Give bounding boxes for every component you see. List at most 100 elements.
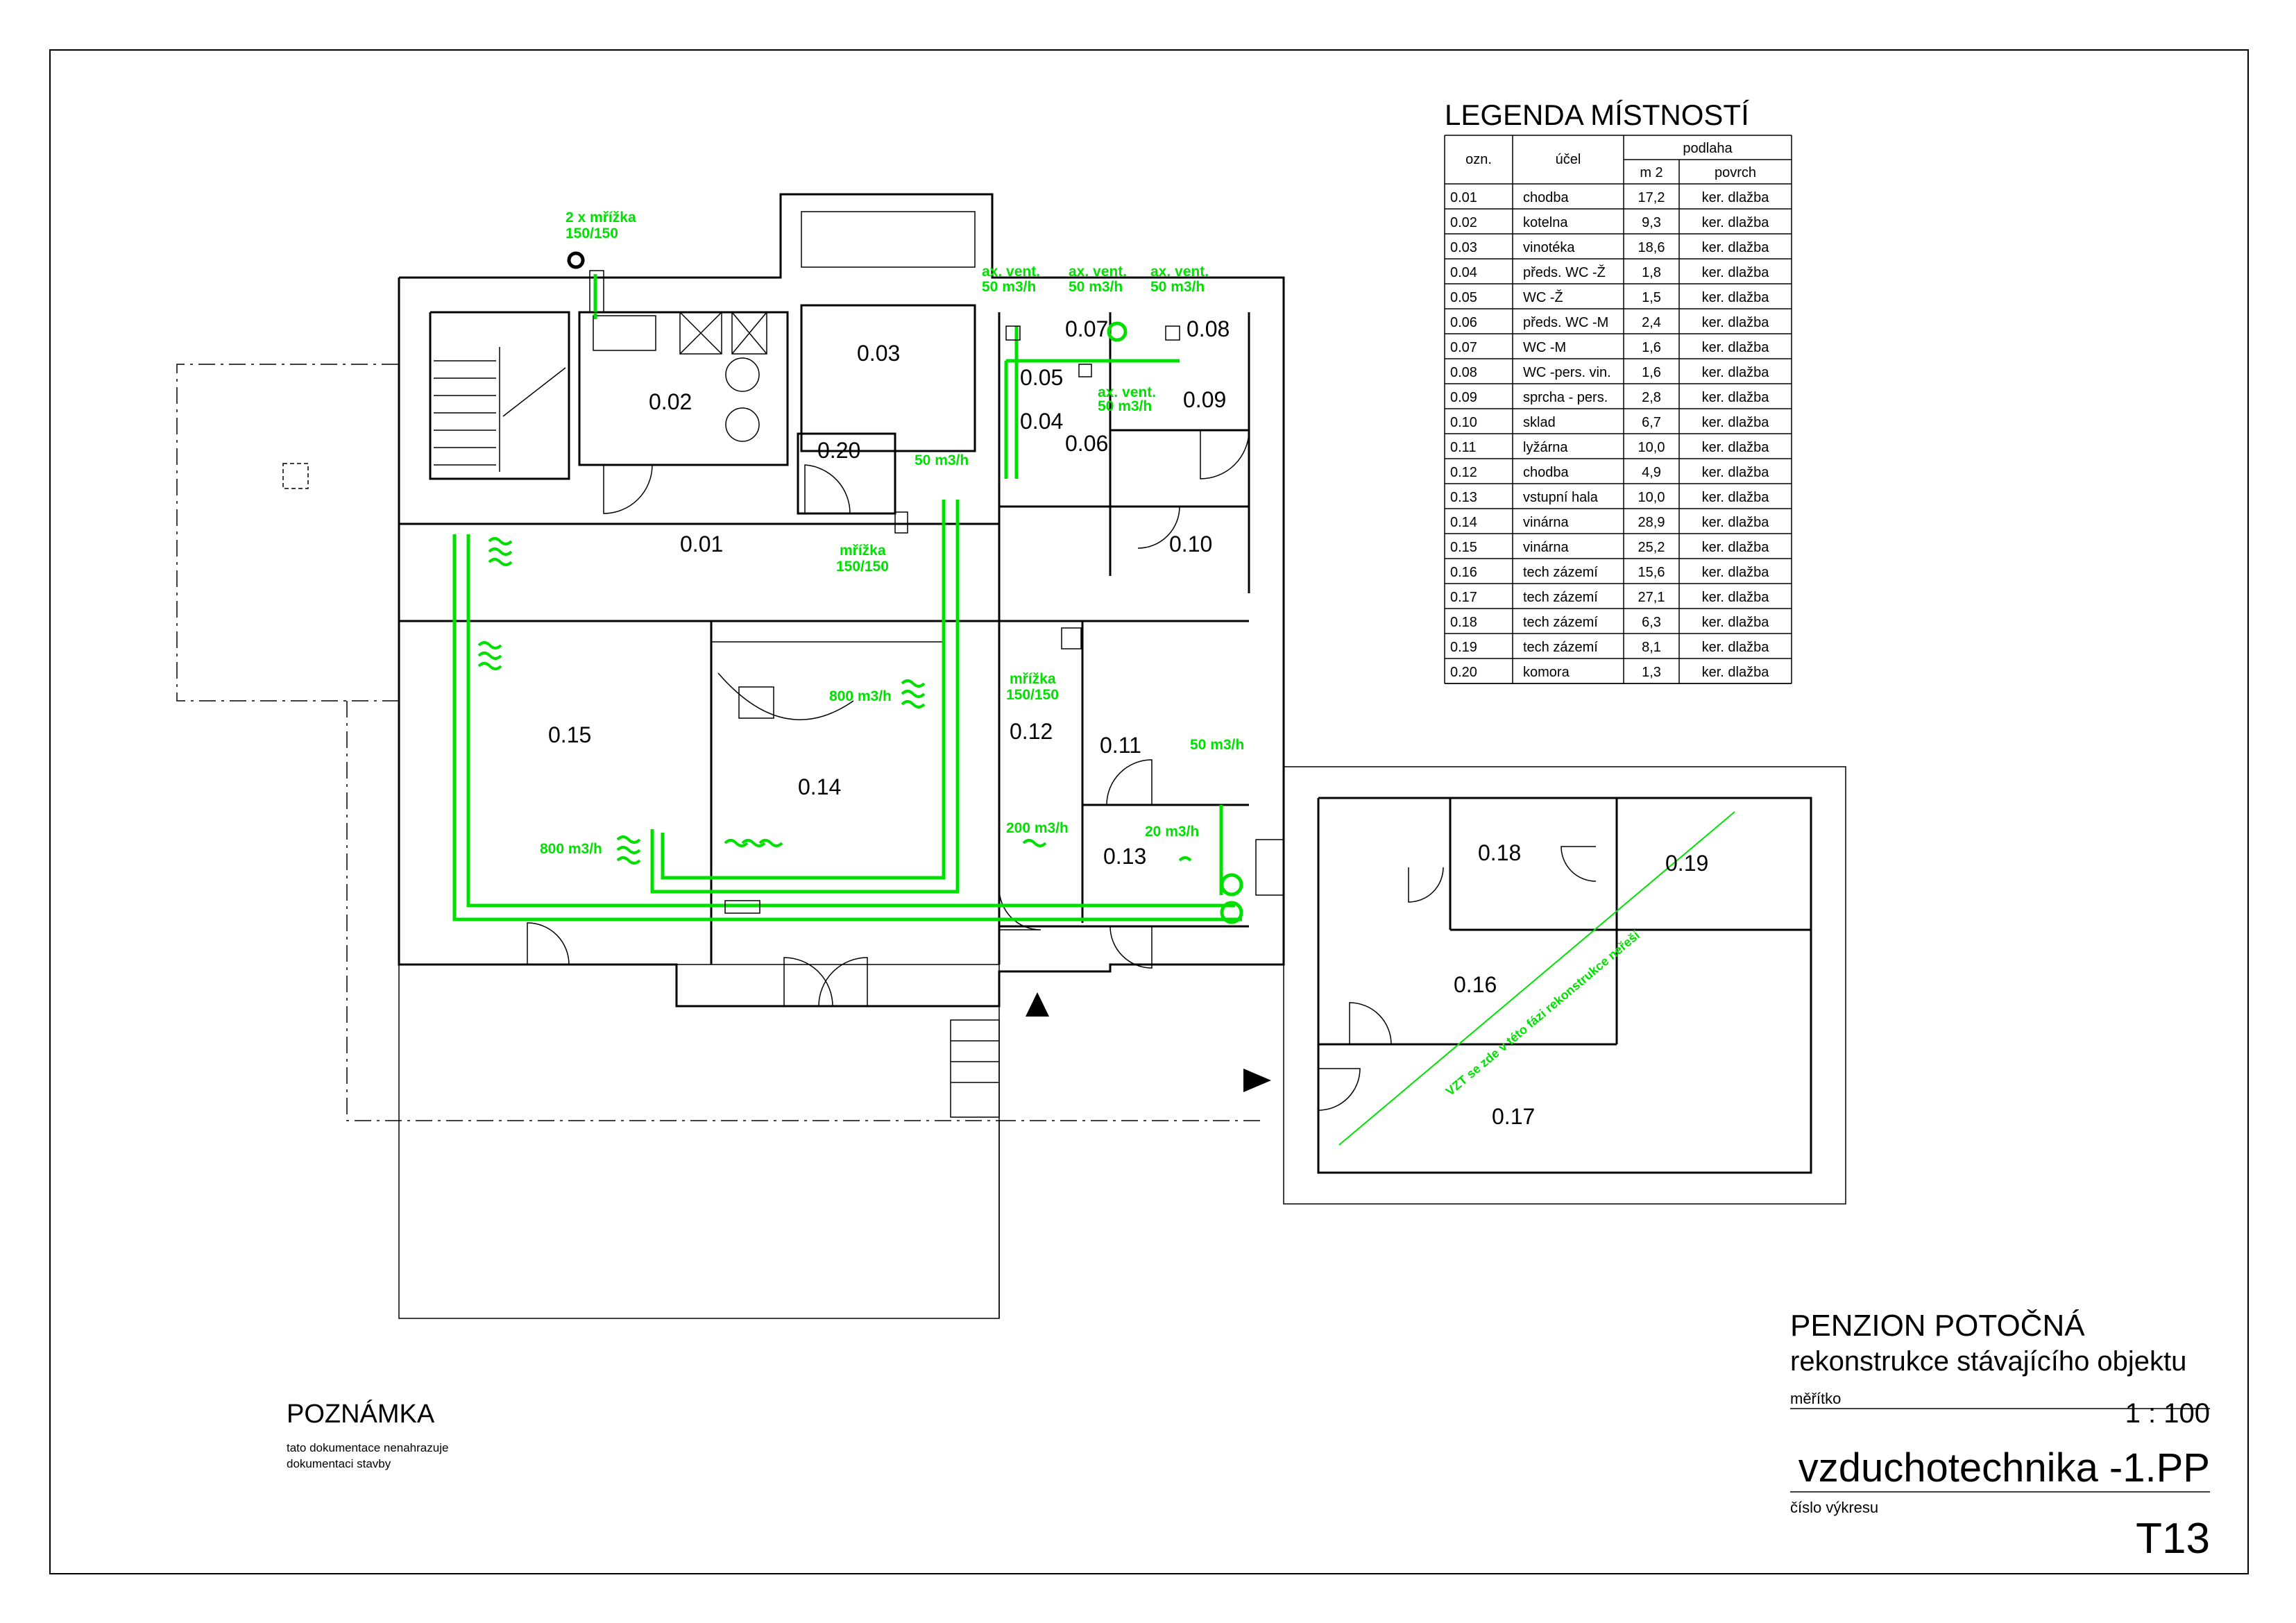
room-label-001: 0.01 <box>680 532 723 556</box>
legend-cell-code: 0.07 <box>1450 340 1477 355</box>
flow-800-a: 800 m3/h <box>829 688 892 704</box>
legend-cell-area: 1,3 <box>1642 665 1661 680</box>
legend-cell-area: 1,8 <box>1642 265 1661 280</box>
legend-cell-code: 0.13 <box>1450 490 1477 505</box>
sink <box>738 686 774 719</box>
legend-cell-surface: ker. dlažba <box>1702 565 1770 580</box>
room-label-010: 0.10 <box>1169 532 1212 556</box>
axvent-2-flow: 50 m3/h <box>1069 279 1123 295</box>
legend-cell-purpose: tech zázemí <box>1523 640 1598 655</box>
pantry-wall <box>797 432 896 515</box>
legend-cell-code: 0.03 <box>1450 240 1477 255</box>
grille-001 <box>894 511 908 534</box>
legend-cell-surface: ker. dlažba <box>1702 590 1770 605</box>
room-label-005: 0.05 <box>1020 365 1063 390</box>
project-subtitle: rekonstrukce stávajícího objektu <box>1790 1346 2186 1377</box>
ventilation-ducts <box>452 251 1735 1146</box>
vzt-note: VZT se zde v této fázi rekonstrukce neře… <box>1443 928 1643 1098</box>
scale-label: měřítko <box>1790 1390 1841 1407</box>
stair-wall <box>429 311 570 480</box>
room-label-007: 0.07 <box>1065 316 1108 341</box>
legend-cell-code: 0.02 <box>1450 215 1477 230</box>
legend-cell-surface: ker. dlažba <box>1702 490 1770 505</box>
room-label-017: 0.17 <box>1492 1104 1535 1129</box>
legend-cell-area: 27,1 <box>1638 590 1665 605</box>
fan-circle-007 <box>1107 321 1128 342</box>
entrance-arrow-right <box>1243 1069 1271 1092</box>
duct-elbow-2 <box>1220 901 1243 924</box>
room-label-019: 0.19 <box>1665 851 1708 876</box>
legend-header-surface: povrch <box>1715 165 1756 180</box>
legend-cell-purpose: WC -pers. vin. <box>1523 365 1611 380</box>
drawing-title: vzduchotechnika -1.PP <box>1798 1445 2210 1490</box>
legend-cell-area: 1,6 <box>1642 365 1661 380</box>
axvent-1-label: ax. vent. <box>982 264 1040 280</box>
legend-cell-purpose: tech zázemí <box>1523 615 1598 630</box>
project-title: PENZION POTOČNÁ <box>1790 1308 2085 1343</box>
legend-cell-surface: ker. dlažba <box>1702 465 1770 480</box>
flow-20: 20 m3/h <box>1145 824 1199 840</box>
wine-shop-shelf <box>801 211 976 268</box>
note-block: POZNÁMKA tato dokumentace nenahrazuje do… <box>287 1399 448 1470</box>
legend-cell-surface: ker. dlažba <box>1702 515 1770 530</box>
legend-cell-code: 0.17 <box>1450 590 1477 605</box>
legend-cell-code: 0.15 <box>1450 540 1477 555</box>
legend-cell-code: 0.20 <box>1450 665 1477 680</box>
bar-curve <box>717 672 854 720</box>
title-block: PENZION POTOČNÁ rekonstrukce stávajícího… <box>1790 1308 2210 1563</box>
legend-cell-surface: ker. dlažba <box>1702 665 1770 680</box>
legend-cell-area: 9,3 <box>1642 215 1661 230</box>
note-line-2: dokumentaci stavby <box>287 1457 391 1470</box>
duct-riser-014b <box>650 500 960 894</box>
legend-cell-purpose: vinárna <box>1523 515 1569 530</box>
floor-plan <box>176 193 1846 1319</box>
legend-cell-purpose: předs. WC -Ž <box>1523 264 1606 280</box>
room-label-003: 0.03 <box>857 341 900 366</box>
legend-cell-purpose: chodba <box>1523 190 1569 205</box>
room-label-009: 0.09 <box>1183 387 1226 412</box>
room-label-015: 0.15 <box>548 722 591 747</box>
bar-counter <box>711 620 944 643</box>
legend-cell-code: 0.06 <box>1450 315 1477 330</box>
exterior-steps <box>950 839 1284 1118</box>
legend-cell-surface: ker. dlažba <box>1702 240 1770 255</box>
legend-cell-purpose: tech zázemí <box>1523 565 1598 580</box>
fan-box-2 <box>1078 364 1092 377</box>
doors <box>527 430 1597 1111</box>
legend-cell-area: 2,8 <box>1642 390 1661 405</box>
fan-box-3 <box>1165 325 1180 341</box>
axvent-3-label: ax. vent. <box>1150 264 1209 280</box>
legend-cell-code: 0.12 <box>1450 465 1477 480</box>
room-label-004: 0.04 <box>1020 409 1063 434</box>
legend-cell-area: 6,7 <box>1642 415 1661 430</box>
legend-cell-purpose: sprcha - pers. <box>1523 390 1608 405</box>
legend-cell-code: 0.18 <box>1450 615 1477 630</box>
legend-header-area: m 2 <box>1640 165 1663 180</box>
ventilation-annotations: 2 x mřížka 150/150 ax. vent. 50 m3/h ax.… <box>540 210 1643 1098</box>
room-label-016: 0.16 <box>1454 972 1497 997</box>
legend-cell-area: 1,6 <box>1642 340 1661 355</box>
grille-b-label: mřížka <box>1010 671 1056 687</box>
fan-box-1 <box>1005 325 1021 341</box>
legend-cell-purpose: lyžárna <box>1523 440 1568 455</box>
legend-cell-purpose: vstupní hala <box>1523 490 1599 505</box>
legend-cell-code: 0.11 <box>1450 440 1476 455</box>
grille-012 <box>1061 627 1082 649</box>
annex-inner-wall <box>1317 797 1812 1174</box>
axvent-4-label: ax. vent. <box>1098 384 1156 400</box>
legend-cell-code: 0.16 <box>1450 565 1477 580</box>
legend-cell-area: 28,9 <box>1638 515 1665 530</box>
legend-cell-surface: ker. dlažba <box>1702 290 1770 305</box>
terrace-outline-lower <box>346 701 999 1121</box>
note-line-1: tato dokumentace nenahrazuje <box>287 1441 448 1454</box>
grille-a-label: mřížka <box>840 543 886 559</box>
legend-cell-purpose: vinárna <box>1523 540 1569 555</box>
legend-cell-area: 1,5 <box>1642 290 1661 305</box>
vzt-boundary-line <box>1338 811 1735 1146</box>
grille-2x-label: 2 x mřížka <box>566 210 636 226</box>
legend-cell-purpose: kotelna <box>1523 215 1568 230</box>
duct-elbow-1 <box>1220 873 1243 897</box>
duct-silencer <box>724 900 760 914</box>
terrace-column-marker <box>282 463 309 489</box>
